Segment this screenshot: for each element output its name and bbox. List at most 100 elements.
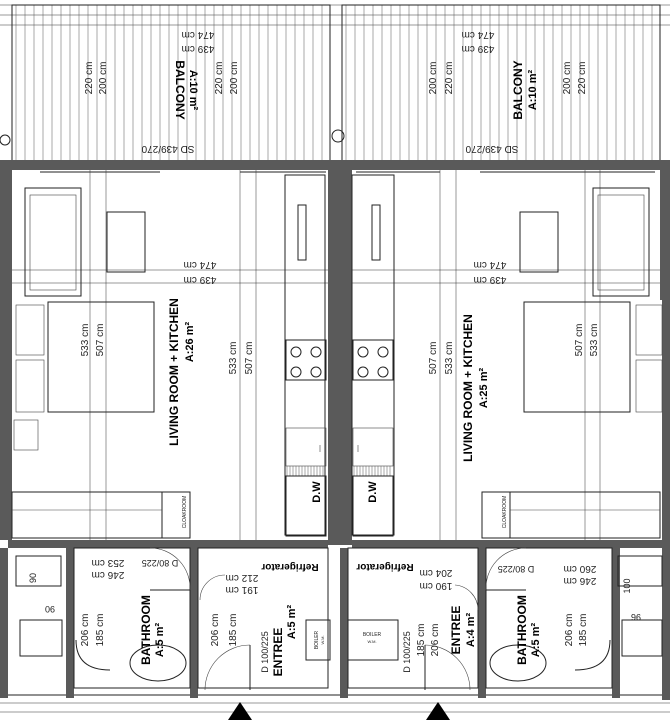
cloakroom [11, 491, 163, 539]
dim-label: 206 cm [210, 614, 221, 647]
bathroom-left-area: A:5 m² [154, 623, 166, 658]
entree-right-area: A:4 m² [465, 613, 477, 648]
dim-label: 260 cm [564, 563, 597, 574]
dim-label: 206 cm [564, 614, 575, 647]
dim-label: 204 cm [420, 567, 453, 578]
shower-tray [621, 619, 663, 657]
living-right-area: A:25 m² [478, 367, 490, 408]
dim-label: 220 cm [214, 62, 225, 95]
boiler-label: BOILER [314, 630, 320, 649]
sink-icon [371, 204, 381, 261]
boiler-sub-label: W.M. [320, 635, 325, 644]
balcony-left-name: BALCONY [173, 60, 187, 119]
cooktop-icon [285, 339, 327, 381]
dim-label: 90 [28, 573, 38, 583]
dim-label: 200 cm [562, 62, 573, 95]
entree-right-name: ENTREE [449, 606, 463, 655]
dim-label: 474 cm [462, 29, 495, 40]
balcony-right-area: A:10 m² [527, 69, 539, 110]
dim-label: 439 cm [182, 43, 215, 54]
dim-label: 220 cm [577, 62, 588, 95]
dim-label: 206 cm [80, 614, 91, 647]
bathroom-left-name: BATHROOM [139, 595, 153, 665]
balcony-left-outline [11, 4, 331, 166]
sofa [24, 187, 82, 297]
dim-label: 533 cm [228, 342, 239, 375]
entrance-arrow-icon [426, 702, 450, 720]
dim-label: 474 cm [182, 29, 215, 40]
dim-label: 200 cm [428, 62, 439, 95]
dim-label: 439 cm [462, 43, 495, 54]
dim-label: 190 cm [420, 580, 453, 591]
bathroom-door-label: D 80/225 [142, 558, 179, 568]
washbasin-icon [129, 644, 187, 682]
dim-label: 220 cm [84, 62, 95, 95]
cooktop-icon [352, 339, 394, 381]
balcony-hatch-left [15, 5, 323, 160]
dim-label: 100 [622, 578, 632, 593]
walls [0, 160, 670, 700]
dim-label: 185 cm [228, 614, 239, 647]
dim-label: 474 cm [474, 259, 507, 270]
refrigerator-label: Refrigerator [356, 561, 413, 572]
dim-label: 533 cm [444, 342, 455, 375]
balcony-door-label: SD 439/270 [141, 143, 194, 154]
dim-label: 533 cm [80, 324, 91, 357]
dim-label: 200 cm [229, 62, 240, 95]
kitchen-counter [284, 174, 326, 536]
dim-label: 212 cm [226, 572, 259, 583]
entree-left-area: A:5 m² [286, 605, 298, 640]
balcony-right-outline [341, 4, 661, 166]
dim-label: 185 cm [416, 624, 427, 657]
dishwasher-label: D.W [311, 481, 323, 503]
living-left-area: A:26 m² [184, 321, 196, 362]
drain-icon [331, 129, 345, 143]
balcony-hatch-right [345, 5, 653, 160]
dim-label: 507 cm [574, 324, 585, 357]
living-left-name: LIVING ROOM + KITCHEN [167, 298, 181, 446]
bathroom-right-area: A:5 m² [530, 623, 542, 658]
balcony-door-label: SD 439/270 [465, 143, 518, 154]
armchair [106, 211, 146, 273]
dim-label: 200 cm [98, 62, 109, 95]
boiler-sub-label: W.M. [367, 639, 376, 644]
dim-label: 220 cm [444, 62, 455, 95]
entree-left-name: ENTREE [271, 628, 285, 677]
kitchen-counter [351, 174, 395, 536]
bathroom-left [73, 547, 191, 689]
dim-label: 439 cm [474, 274, 507, 285]
dishwasher-label: D.W [367, 481, 379, 503]
balcony-left-area: A:10 m² [187, 70, 199, 111]
bathroom-door-label: D 80/225 [498, 564, 535, 574]
dining-table [47, 301, 155, 413]
entree-right [347, 547, 479, 689]
entree-left [197, 547, 329, 689]
dining-table [523, 301, 631, 413]
bathroom-right [485, 547, 613, 689]
dim-label: 507 cm [428, 342, 439, 375]
dim-label: 90 [45, 604, 55, 614]
dim-label: 191 cm [226, 584, 259, 595]
armchair [519, 211, 559, 273]
right-unit [347, 170, 663, 691]
cloakroom-label: CLOAKROOM [502, 496, 508, 529]
dim-label: 439 cm [184, 274, 217, 285]
sofa [592, 187, 650, 297]
dim-label: 507 cm [244, 342, 255, 375]
sink-icon [297, 204, 307, 261]
dim-label: 246 cm [92, 569, 125, 580]
dim-label: 246 cm [564, 575, 597, 586]
boiler-label: BOILER [363, 632, 382, 638]
dim-label: 206 cm [430, 624, 441, 657]
drain-icon [0, 134, 11, 146]
bathroom-right-name: BATHROOM [515, 595, 529, 665]
dim-label: 185 cm [578, 614, 589, 647]
living-right-name: LIVING ROOM + KITCHEN [461, 314, 475, 462]
entree-door-label: D 100/225 [402, 631, 412, 673]
refrigerator-label: Refrigerator [261, 561, 318, 572]
entrance-arrow-icon [228, 702, 252, 720]
dim-label: 253 cm [92, 557, 125, 568]
dim-label: 507 cm [95, 324, 106, 357]
